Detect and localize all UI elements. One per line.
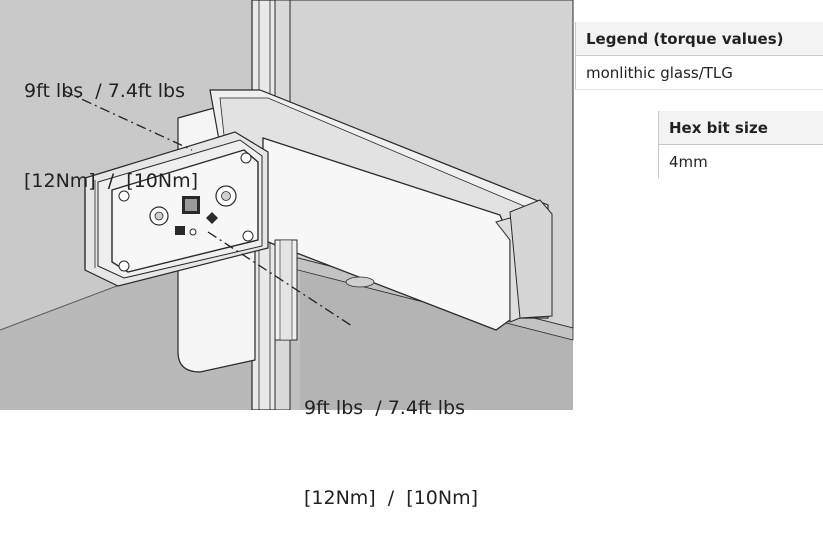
legend-header-row: Legend (torque values)	[576, 22, 823, 56]
torque-callout-bottom-line1: 9ft lbs / 7.4ft lbs	[304, 393, 478, 423]
legend-row-label: monlithic glass/TLG	[576, 56, 823, 90]
legend-row: monlithic glass/TLG	[576, 56, 823, 90]
torque-callout-bottom-line2: [12Nm] / [10Nm]	[304, 483, 478, 513]
hex-bit-table: Hex bit size 4mm	[658, 111, 823, 178]
torque-callout-top-line1: 9ft lbs / 7.4ft lbs	[24, 76, 198, 106]
torque-callout-top-line2: [12Nm] / [10Nm]	[24, 166, 198, 196]
hex-header: Hex bit size	[659, 111, 823, 145]
hex-value-row: 4mm	[659, 145, 823, 179]
legend-table: Legend (torque values) monlithic glass/T…	[575, 22, 823, 90]
torque-callout-top: 9ft lbs / 7.4ft lbs [12Nm] / [10Nm]	[24, 16, 198, 226]
legend-header: Legend (torque values)	[576, 22, 823, 56]
torque-callout-bottom: 9ft lbs / 7.4ft lbs [12Nm] / [10Nm]	[304, 333, 478, 543]
hex-header-row: Hex bit size	[659, 111, 823, 145]
hex-value: 4mm	[659, 145, 823, 179]
